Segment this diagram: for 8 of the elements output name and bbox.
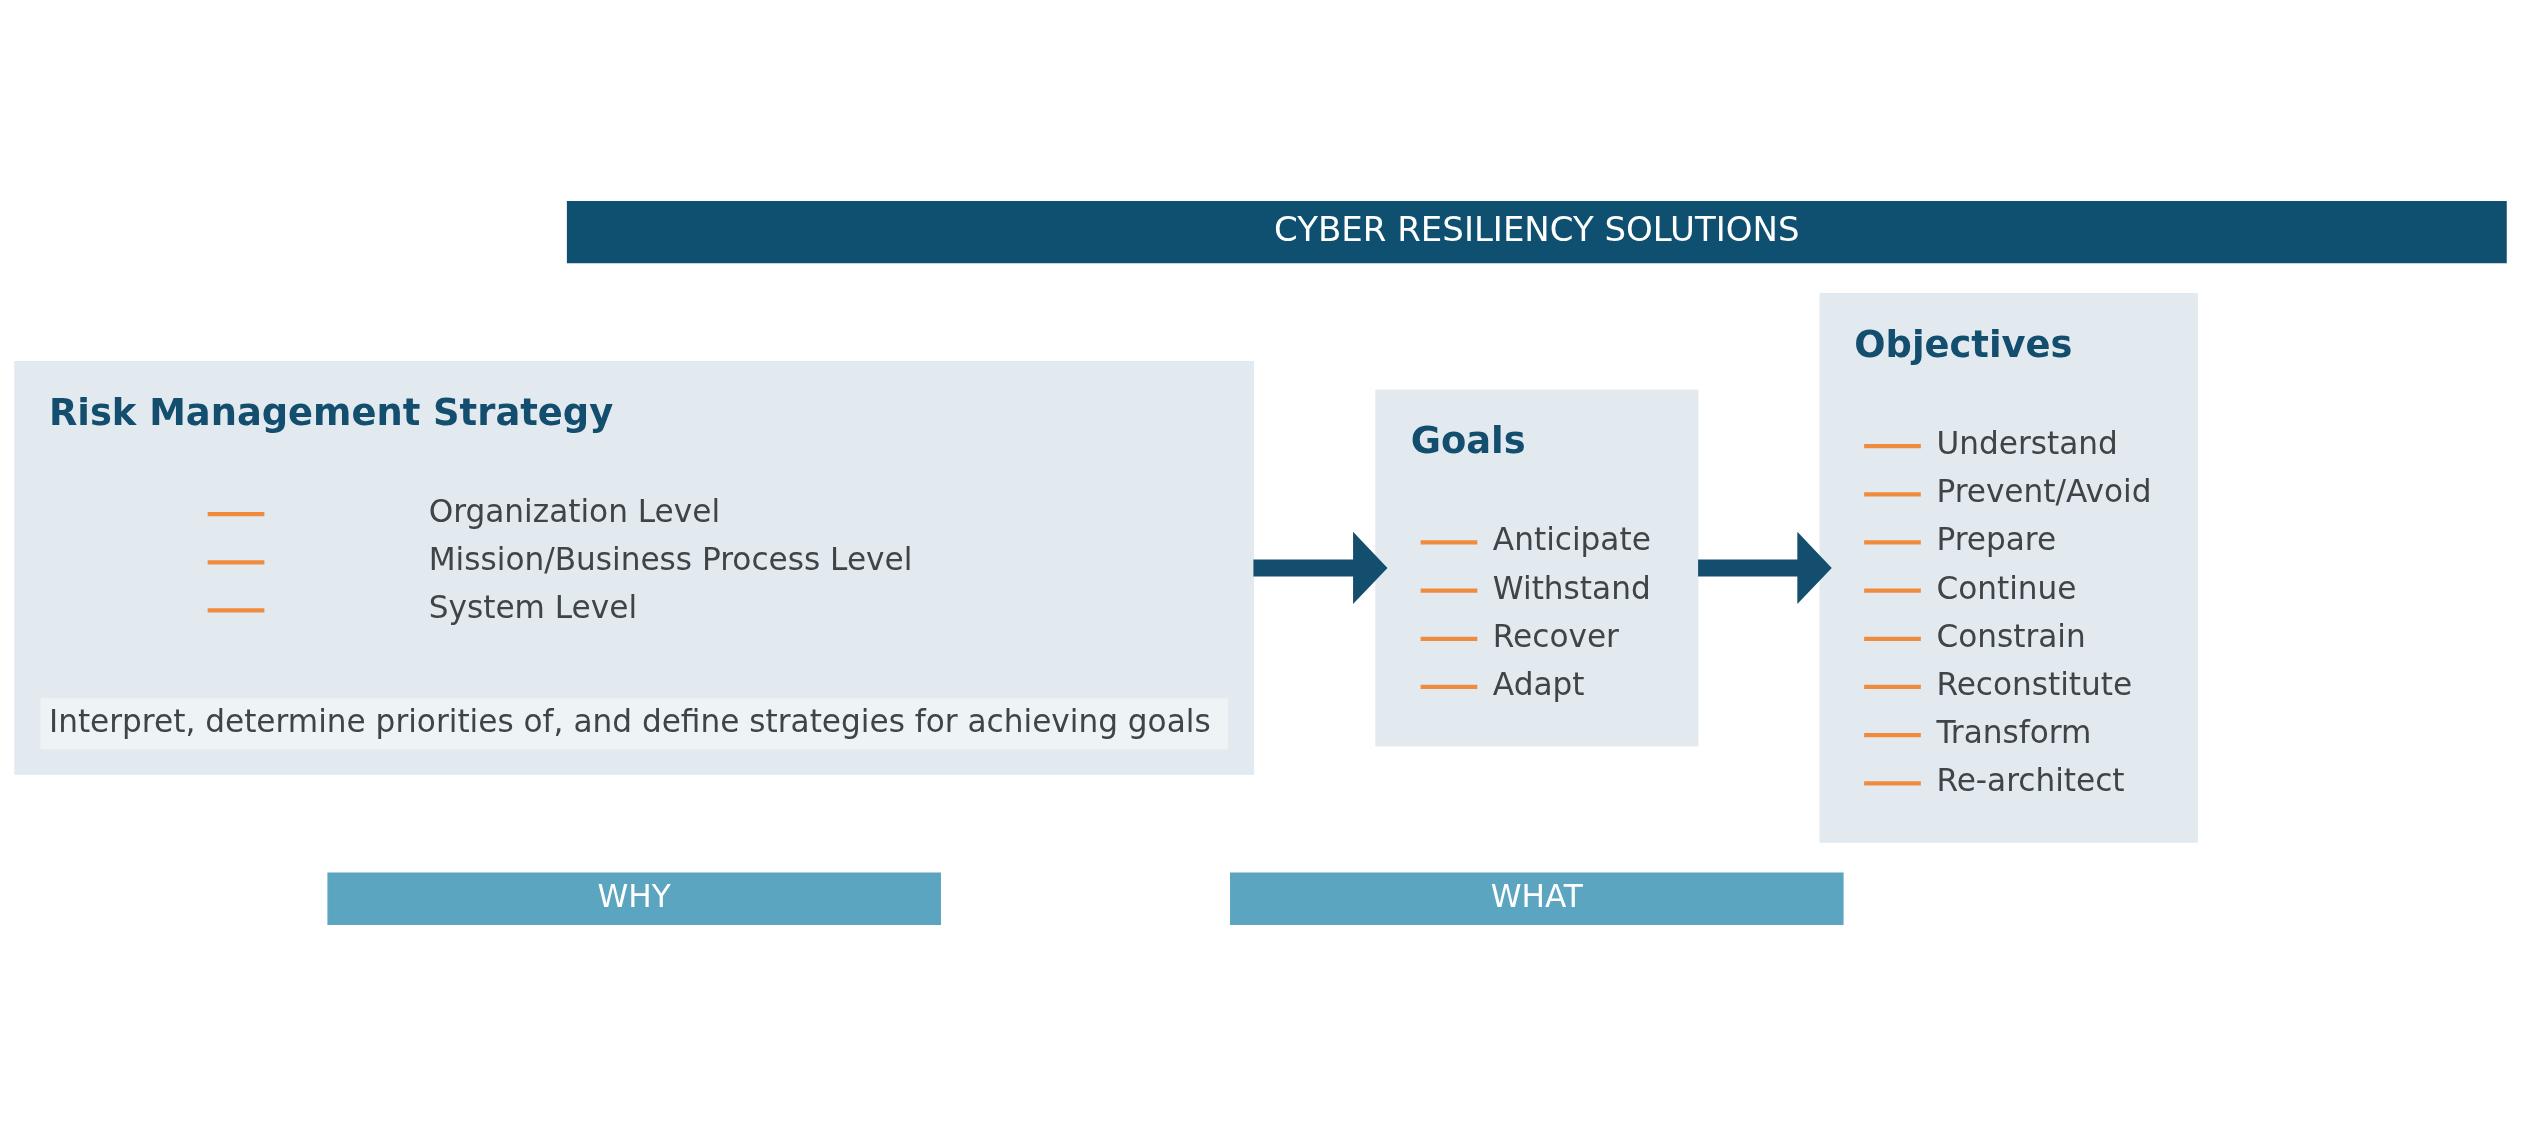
- node-box: Risk Management Strategy Organization Level Mission/Business Process Level System Level Interpret, determine priorities of, and define strategies for achieving goals: [14, 361, 1255, 775]
- node-box: Goals Anticipate Withstand Recover Adapt: [1375, 389, 1699, 747]
- node-box: WHY: [327, 872, 941, 926]
- node-box: CYBER RESILIENCY SOLUTIONS: [566, 200, 2507, 264]
- node-box: Objectives Understand Prevent/Avoid Prepare Continue Constrain Reconstitute Transform Re-architect: [1819, 293, 2198, 843]
- node-box: WHAT: [1230, 872, 1844, 926]
- arrow: [1698, 531, 1832, 605]
- arrow: [1253, 531, 1388, 605]
